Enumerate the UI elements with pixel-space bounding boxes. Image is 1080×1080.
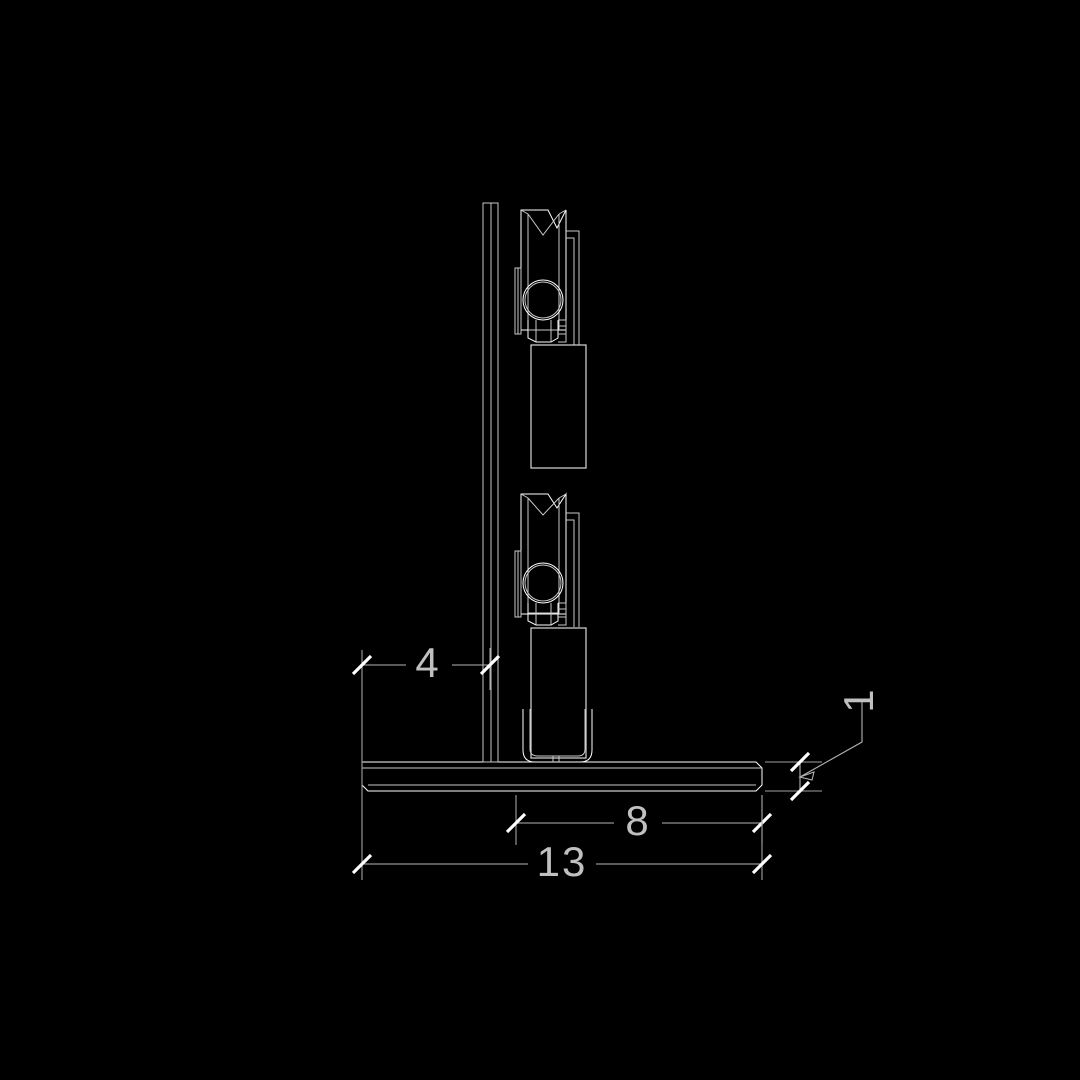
dimension-8: 8 bbox=[505, 795, 773, 845]
vertical-post bbox=[482, 202, 499, 763]
dimension-1: 1 bbox=[765, 687, 882, 802]
dimension-13-label: 13 bbox=[537, 838, 588, 885]
u-channel-shoe bbox=[522, 709, 593, 763]
dimension-13: 13 bbox=[351, 795, 773, 885]
lower-roller-assembly bbox=[514, 492, 580, 627]
lower-bracket-block bbox=[530, 627, 587, 759]
base-plate bbox=[361, 761, 763, 792]
dimension-4-label: 4 bbox=[415, 639, 440, 686]
upper-bracket-block bbox=[530, 344, 587, 469]
dimension-4: 4 bbox=[351, 639, 501, 880]
dimension-1-label: 1 bbox=[835, 687, 882, 712]
dimension-8-label: 8 bbox=[625, 797, 650, 844]
upper-roller-assembly bbox=[514, 209, 580, 345]
